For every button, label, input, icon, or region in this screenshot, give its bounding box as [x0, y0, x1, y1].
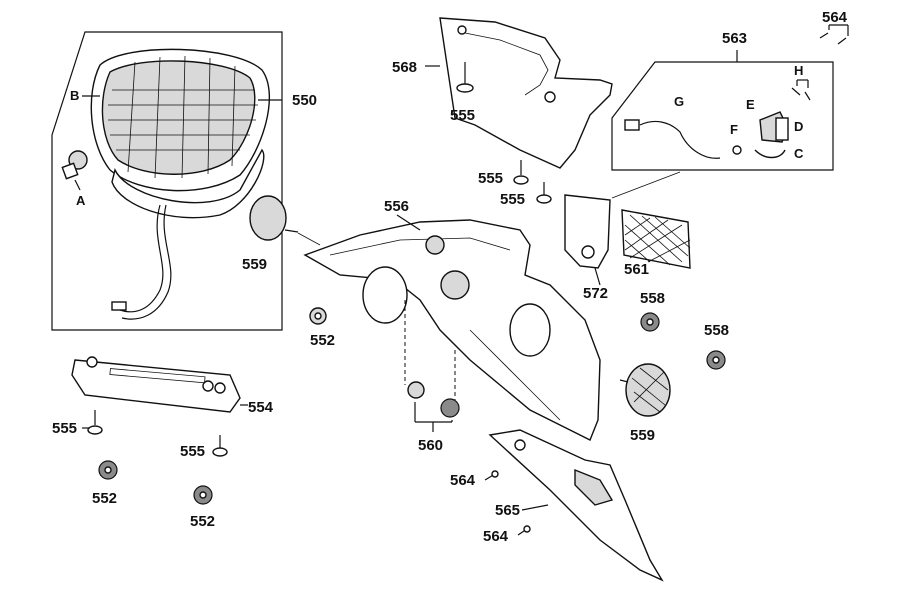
label-564-a: 564	[822, 9, 848, 26]
round-reflector-559-right	[619, 363, 671, 417]
bracket-568	[425, 17, 613, 169]
label-560: 560	[418, 437, 443, 454]
tail-light-base	[111, 148, 265, 219]
label-e: E	[746, 97, 755, 112]
label-550: 550	[292, 92, 317, 109]
fender-left-ear	[362, 266, 408, 324]
round-reflector	[625, 363, 671, 417]
label-568: 568	[392, 59, 417, 76]
label-558-b: 558	[704, 322, 729, 339]
screws-h	[791, 79, 811, 101]
bolt-555-c	[212, 435, 228, 457]
label-561: 561	[624, 261, 649, 278]
grommets-560	[407, 381, 460, 418]
label-552-a: 552	[310, 332, 335, 349]
label-559-a: 559	[242, 256, 267, 273]
wire-g	[639, 120, 721, 159]
label-a: A	[76, 193, 86, 208]
tail-light-lens	[101, 60, 256, 175]
bolt-555-a	[456, 62, 474, 93]
label-g: G	[674, 94, 684, 109]
bolt-555-b	[87, 410, 103, 435]
lens-d	[775, 117, 789, 141]
label-d: D	[794, 119, 803, 134]
clip-c	[754, 149, 786, 159]
hardware	[87, 160, 726, 536]
label-552-c: 552	[190, 513, 215, 530]
fender-right-ear	[509, 303, 551, 357]
screw-564-b	[484, 470, 499, 481]
label-b: B	[70, 88, 79, 103]
nut-558-b	[706, 350, 726, 370]
connector-g	[624, 119, 640, 131]
label-h: H	[794, 63, 803, 78]
reflector-561	[611, 171, 691, 269]
inset-box-550	[51, 31, 283, 331]
lens-grid	[108, 55, 258, 179]
label-555-c: 555	[180, 443, 205, 460]
plate-mount	[71, 359, 241, 413]
bolt-555-d	[513, 160, 529, 185]
nut-552-b	[98, 460, 118, 480]
label-563: 563	[722, 30, 747, 47]
label-556: 556	[384, 198, 409, 215]
round-reflector	[249, 195, 287, 241]
label-565: 565	[495, 502, 520, 519]
label-f: F	[730, 122, 738, 137]
label-572: 572	[583, 285, 608, 302]
inset-box-563	[611, 61, 834, 171]
label-555-a: 555	[450, 107, 475, 124]
license-bracket-572	[564, 194, 611, 286]
screw-564-c	[517, 525, 531, 536]
rear-fender-556	[303, 214, 601, 441]
label-554: 554	[248, 399, 274, 416]
label-564-b: 564	[450, 472, 476, 489]
screws-564-top	[819, 24, 849, 45]
bolt-555-e	[536, 182, 552, 204]
label-559-b: 559	[630, 427, 655, 444]
bulb-f	[732, 145, 742, 155]
nut-552-a	[309, 307, 327, 325]
bulb-a	[61, 150, 88, 191]
rear-bracket	[439, 17, 613, 169]
lower-cover	[488, 429, 664, 582]
wire-connector	[111, 301, 127, 311]
license-light-inset	[611, 50, 834, 171]
wiring-harness	[119, 204, 164, 313]
labels: 550 B A 568 555 563 564 H G E D F C 555 …	[52, 9, 848, 545]
label-558-a: 558	[640, 290, 665, 307]
label-552-b: 552	[92, 490, 117, 507]
label-555-b: 555	[52, 420, 77, 437]
nut-552-c	[193, 485, 213, 505]
round-reflector-559-left	[249, 195, 321, 246]
label-564-c: 564	[483, 528, 509, 545]
license-plate-mount-554	[71, 356, 248, 413]
label-555-d: 555	[478, 170, 503, 187]
license-bracket	[564, 194, 611, 269]
tail-light-inset	[51, 31, 283, 331]
lower-cover-565	[488, 429, 664, 582]
nut-558-a	[640, 312, 660, 332]
label-555-e: 555	[500, 191, 525, 208]
label-c: C	[794, 146, 804, 161]
